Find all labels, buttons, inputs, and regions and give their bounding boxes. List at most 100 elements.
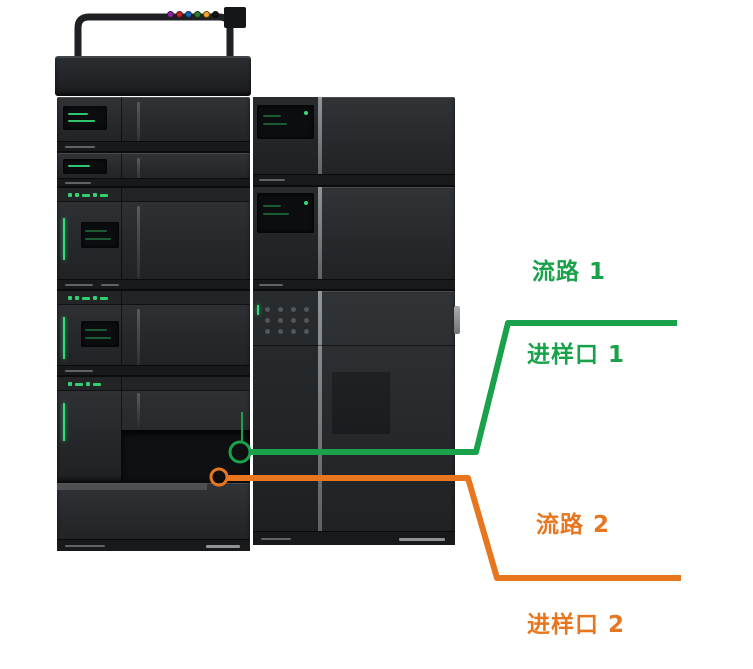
panel-seam xyxy=(253,345,455,346)
module-display xyxy=(63,159,107,174)
status-led xyxy=(75,193,79,197)
keypad-dot xyxy=(265,307,270,312)
module-top-strip xyxy=(57,291,250,305)
tube-fitting-dot xyxy=(167,11,174,18)
fitting-block xyxy=(224,7,246,28)
keypad-dot xyxy=(278,329,283,334)
label-text-bar xyxy=(259,179,285,181)
flow-path-2-label: 流路 2 xyxy=(536,512,611,538)
module-label-strip xyxy=(253,531,455,545)
keypad-dot xyxy=(291,318,296,323)
status-led xyxy=(93,193,97,197)
panel-divider xyxy=(121,377,122,481)
brand-text-bar xyxy=(399,538,445,541)
module-display xyxy=(81,222,119,248)
tower-rail xyxy=(318,291,322,545)
door-groove xyxy=(137,393,140,427)
module-display xyxy=(63,106,107,130)
keypad-dot xyxy=(265,318,270,323)
status-leds xyxy=(68,296,108,300)
system-controller-module xyxy=(253,291,455,545)
display-text-glyph xyxy=(263,213,289,215)
module-label-strip xyxy=(253,279,455,289)
panel-divider xyxy=(121,291,122,375)
label-text-bar xyxy=(65,370,93,372)
solvent-tray xyxy=(55,56,251,96)
status-led xyxy=(68,382,72,386)
brand-text-bar xyxy=(206,545,240,548)
module-label-strip xyxy=(57,178,250,186)
module-label-strip xyxy=(253,174,455,185)
status-led xyxy=(304,111,308,115)
keypad-dot xyxy=(304,318,309,323)
label-text-bar xyxy=(65,146,95,148)
module-label-strip xyxy=(57,279,250,289)
front-lip-highlight xyxy=(57,483,207,490)
display-text-glyph xyxy=(263,123,287,125)
status-leds xyxy=(68,382,101,386)
door-inset xyxy=(331,371,391,435)
door-groove xyxy=(137,309,140,370)
label-text-bar xyxy=(259,284,283,286)
display-text-glyph xyxy=(68,113,88,115)
pump-module-b xyxy=(57,291,250,375)
power-accent-led xyxy=(63,317,65,359)
power-accent-led xyxy=(257,305,259,315)
tube-fitting-dot xyxy=(194,11,201,18)
display-text-glyph xyxy=(85,238,111,240)
status-leds xyxy=(68,193,108,197)
status-led xyxy=(75,382,83,386)
column-oven-module xyxy=(57,483,250,551)
pump-module-a xyxy=(57,188,250,289)
module-display xyxy=(81,321,119,347)
status-led xyxy=(100,296,108,300)
status-led xyxy=(68,193,72,197)
degasser-module xyxy=(57,97,250,151)
power-accent-led xyxy=(63,218,65,260)
status-led xyxy=(86,382,90,386)
module-display xyxy=(257,193,314,233)
status-led xyxy=(68,296,72,300)
status-led xyxy=(82,193,90,197)
status-led xyxy=(304,201,308,205)
door-groove xyxy=(137,158,140,181)
display-text-glyph xyxy=(263,205,281,207)
module-label-strip xyxy=(57,141,250,151)
status-led xyxy=(93,296,97,300)
sample-compartment xyxy=(121,430,250,481)
keypad-dot xyxy=(291,307,296,312)
display-text-glyph xyxy=(68,165,90,167)
valve-module xyxy=(57,153,250,186)
status-led xyxy=(100,193,108,197)
detector-module-1 xyxy=(253,97,455,185)
label-text-bar xyxy=(261,538,291,540)
panel-divider xyxy=(121,97,122,151)
tube-fitting-dot xyxy=(185,11,192,18)
tower-rail xyxy=(318,97,322,185)
label-text-bar xyxy=(65,284,93,286)
status-led xyxy=(82,296,90,300)
tube-fitting-dot xyxy=(212,11,219,18)
module-top-strip xyxy=(57,188,250,202)
status-led xyxy=(75,296,79,300)
tower-rail xyxy=(318,187,322,289)
display-text-glyph xyxy=(85,337,111,339)
tube-guide xyxy=(454,306,460,334)
tube-fitting-dot xyxy=(176,11,183,18)
keypad-dot xyxy=(304,329,309,334)
injection-port-1-label: 进样口 1 xyxy=(527,342,626,368)
keypad-dot xyxy=(278,318,283,323)
flow-path-1-label: 流路 1 xyxy=(532,259,607,285)
keypad-dot xyxy=(304,307,309,312)
module-display xyxy=(257,105,314,139)
panel-divider xyxy=(121,153,122,186)
label-text-bar xyxy=(65,545,105,547)
tube-fittings xyxy=(167,11,221,21)
injection-port-2-label: 进样口 2 xyxy=(527,612,626,638)
module-label-strip xyxy=(57,539,250,551)
module-label-strip xyxy=(57,365,250,375)
display-text-glyph xyxy=(85,329,107,331)
autosampler-module xyxy=(57,377,250,481)
label-text-bar xyxy=(65,182,91,184)
